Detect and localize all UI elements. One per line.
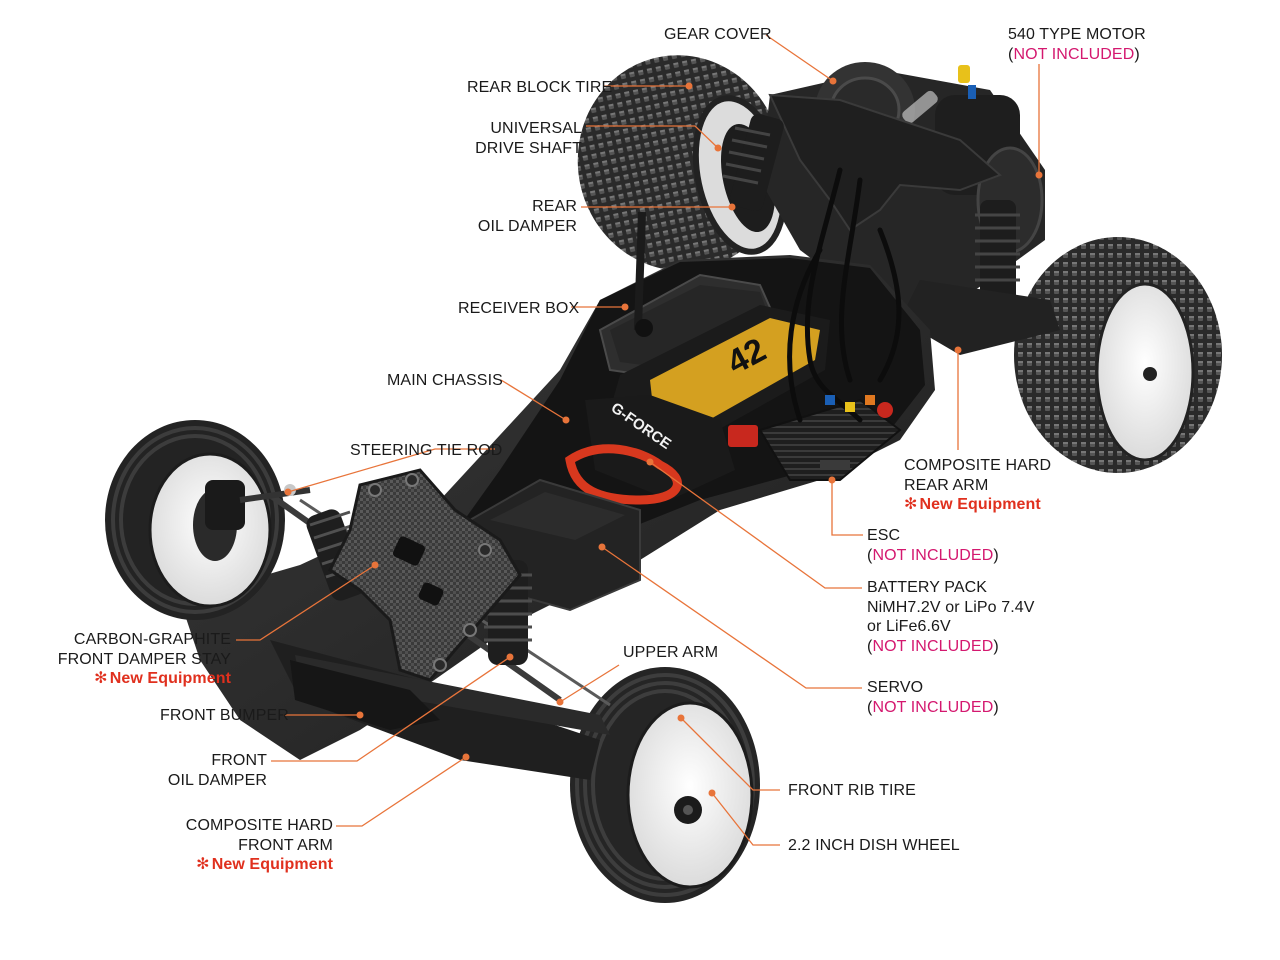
label-composite-hard-rear-arm: COMPOSITE HARD REAR ARM ✻New Equipment (904, 457, 1052, 513)
label-front-oil-damper: FRONT OIL DAMPER (167, 752, 267, 789)
rear-right-block-tire (1014, 237, 1222, 473)
label-gear-cover: GEAR COVER (664, 26, 772, 43)
label-carbon-graphite-front-damper-stay: CARBON-GRAPHITE FRONT DAMPER STAY ✻New E… (40, 630, 231, 689)
leader-dots (284, 77, 1043, 797)
label-esc: ESC (NOT INCLUDED) (867, 527, 999, 564)
battery-pack: 42 G-FORCE (565, 305, 830, 505)
new-equipment-badge: ✻New Equipment (904, 496, 1041, 513)
leader-lines (236, 34, 1040, 846)
label-upper-arm: UPPER ARM (623, 644, 719, 661)
label-front-rib-tire: FRONT RIB TIRE (788, 782, 916, 799)
label-rear-oil-damper: REAR OIL DAMPER (477, 198, 577, 235)
front-bumper (290, 660, 440, 730)
rear-oil-dampers (722, 113, 1020, 310)
wire-connectors (825, 395, 893, 418)
label-dish-wheel: 2.2 INCH DISH WHEEL (788, 837, 960, 854)
front-right-rib-tire (570, 667, 760, 903)
label-composite-hard-front-arm: COMPOSITE HARD FRONT ARM ✻New Equipment (150, 816, 333, 875)
label-universal-drive-shaft: UNIVERSAL DRIVE SHAFT (475, 120, 582, 157)
not-included-note: (NOT INCLUDED) (867, 698, 999, 716)
label-front-bumper: FRONT BUMPER (160, 707, 289, 724)
new-equipment-badge: ✻New Equipment (94, 670, 231, 687)
carbon-graphite-damper-stay (328, 468, 522, 682)
label-rear-block-tire: REAR BLOCK TIRE (467, 79, 613, 96)
not-included-note: (NOT INCLUDED) (867, 637, 999, 655)
not-included-note: (NOT INCLUDED) (867, 546, 999, 564)
label-servo: SERVO (NOT INCLUDED) (867, 679, 999, 716)
label-receiver-box: RECEIVER BOX (458, 300, 580, 317)
rear-arm (900, 280, 1060, 355)
not-included-note: (NOT INCLUDED) (1008, 45, 1140, 63)
label-steering-tie-rod: STEERING TIE ROD (350, 442, 503, 459)
motor-wires (787, 167, 902, 423)
label-540-type-motor: 540 TYPE MOTOR (NOT INCLUDED) (1008, 26, 1146, 63)
new-equipment-badge: ✻New Equipment (196, 856, 333, 873)
label-battery-pack: BATTERY PACK NiMH7.2V or LiPo 7.4V or Li… (867, 579, 1035, 655)
label-main-chassis: MAIN CHASSIS (387, 372, 503, 389)
receiver-box (598, 211, 782, 382)
front-left-rib-tire (105, 420, 285, 620)
